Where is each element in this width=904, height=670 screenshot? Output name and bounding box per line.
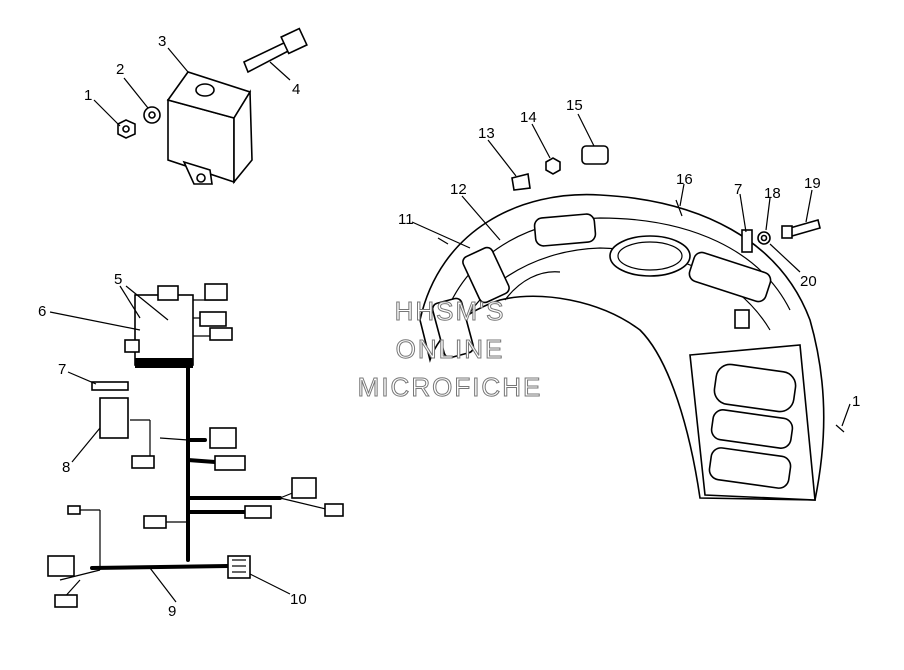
connector-f: [131, 455, 155, 469]
mount-hole-bottom: [196, 173, 206, 183]
switch-recess-right: [688, 251, 772, 303]
relay-block: [99, 397, 129, 439]
callouts: 1 2 3 4 5 6 7 8 9 10 11 12 13 14 15 16 7…: [38, 33, 860, 620]
vent-left-lower: [431, 297, 475, 359]
watermark-line-2: ONLINE: [395, 334, 505, 365]
bolt-head: [280, 27, 308, 55]
connector-k: [244, 505, 272, 519]
callout-16: 16: [676, 171, 693, 188]
washer-hole: [148, 111, 156, 119]
nut-14: [545, 157, 561, 175]
connector-d: [157, 285, 179, 301]
plug-15: [581, 145, 609, 165]
connector-h: [214, 455, 246, 471]
callout-17: 7: [734, 181, 742, 198]
bracket-7: [741, 229, 753, 253]
screw-19: [789, 219, 821, 237]
callout-3: 3: [158, 33, 166, 50]
callout-8: 8: [62, 459, 70, 476]
connector-b: [199, 311, 227, 327]
callout-12: 12: [450, 181, 467, 198]
nut-hole: [122, 125, 130, 133]
regulator-assembly: [117, 27, 308, 185]
callout-13: 13: [478, 125, 495, 142]
callout-11: 11: [398, 211, 414, 228]
callout-18: 18: [764, 185, 781, 202]
watermark-line-1: HHSM'S: [394, 296, 506, 327]
vent-right-middle: [710, 409, 794, 449]
callout-6: 6: [38, 303, 46, 320]
connector-l: [143, 515, 167, 529]
mount-hole-top: [195, 83, 215, 97]
callout-19: 19: [804, 175, 821, 192]
callout-9: 9: [168, 603, 176, 620]
callout-15: 15: [566, 97, 583, 114]
connector-a: [204, 283, 228, 301]
connector-n: [47, 555, 75, 577]
junction-box-base: [135, 358, 193, 368]
callout-14: 14: [520, 109, 537, 126]
callout-1: 1: [84, 87, 92, 104]
callout-7: 7: [58, 361, 66, 378]
callout-21: 1: [852, 393, 860, 410]
gauge-opening: [609, 235, 691, 277]
callout-4: 4: [292, 81, 300, 98]
connector-o: [54, 594, 78, 608]
connector-7: [91, 381, 129, 391]
vent-left-upper: [462, 246, 510, 304]
connector-m: [67, 505, 81, 515]
callout-5: 5: [114, 271, 122, 288]
leader-lines: [49, 47, 851, 603]
screw-19-head: [781, 225, 793, 239]
vent-right-lower: [708, 447, 792, 489]
callout-20: 20: [800, 273, 817, 290]
vent-right-upper: [713, 363, 797, 413]
junction-box: [134, 294, 194, 366]
wiring-harness: [47, 283, 344, 608]
callout-10: 10: [290, 591, 307, 608]
switch-recess-left: [533, 213, 597, 247]
callout-2: 2: [116, 61, 124, 78]
connector-j: [324, 503, 344, 517]
connector-c: [209, 327, 233, 341]
connector-i: [291, 477, 317, 499]
instrument-panel: [419, 145, 845, 501]
clip-13: [511, 173, 531, 191]
watermark-line-3: MICROFICHE: [357, 372, 543, 403]
regulator-side: [233, 89, 253, 185]
connector-10: [227, 555, 251, 579]
connector-e: [124, 339, 140, 353]
panel-clip: [734, 309, 750, 329]
connector-g: [209, 427, 237, 449]
